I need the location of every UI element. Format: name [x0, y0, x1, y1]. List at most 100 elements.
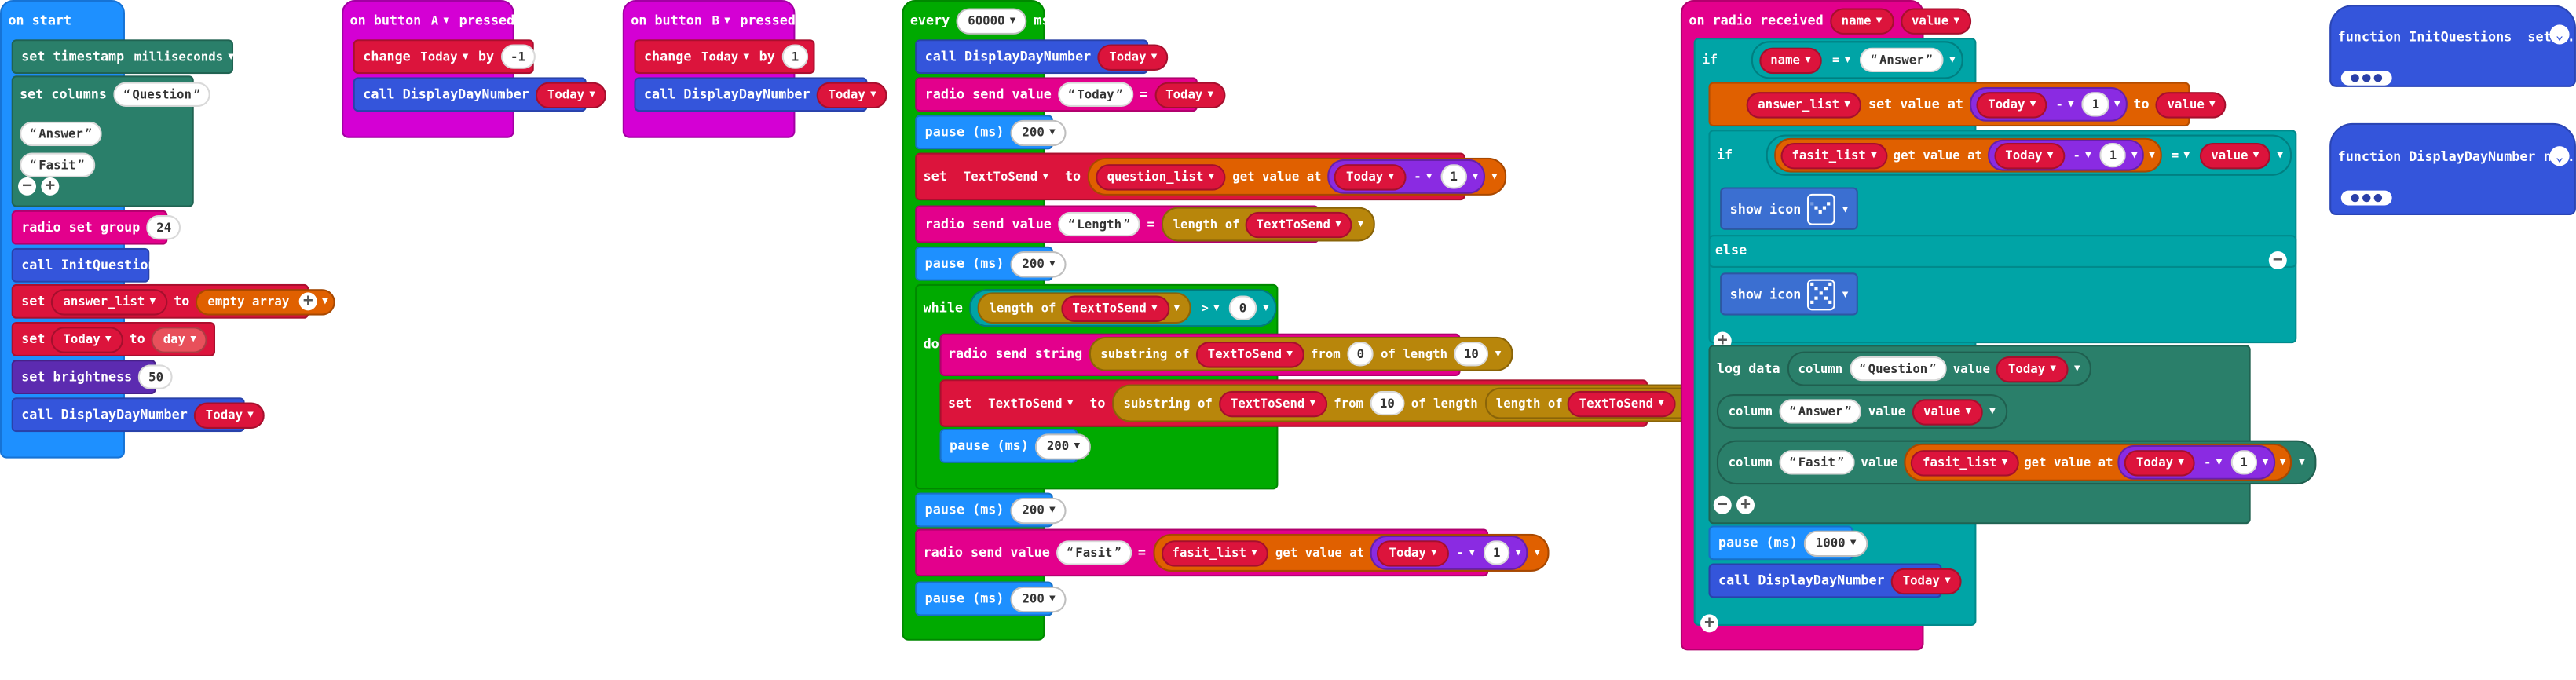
length-of-block[interactable]: length of TextToSend: [1161, 207, 1375, 242]
texttosend-var-dropdown[interactable]: TextToSend: [1244, 210, 1353, 238]
pause-value-dropdown[interactable]: 200: [1010, 585, 1067, 612]
today-var-dropdown[interactable]: Today: [1377, 539, 1449, 566]
texttosend-var-dropdown[interactable]: TextToSend: [1195, 341, 1304, 367]
gt-operator-dropdown[interactable]: >: [1198, 297, 1223, 320]
today-var-dropdown[interactable]: Today: [417, 46, 471, 68]
today-var-dropdown[interactable]: Today: [698, 46, 752, 68]
texttosend-var-dropdown[interactable]: TextToSend: [1219, 389, 1327, 417]
on-start-hat[interactable]: on start: [0, 3, 80, 36]
texttosend-var-dropdown[interactable]: TextToSend: [1568, 389, 1676, 417]
show-icon-no-block[interactable]: show icon ▼: [1720, 272, 1858, 316]
zero-value[interactable]: 0: [1347, 342, 1374, 367]
set-brightness-block[interactable]: set brightness 50: [11, 360, 174, 395]
collapsed-body-dots[interactable]: [2340, 57, 2392, 89]
button-b-hat[interactable]: on button B pressed: [623, 3, 804, 38]
pause-value-dropdown[interactable]: 200: [1010, 250, 1067, 277]
minus-operator-dropdown[interactable]: -: [2052, 93, 2077, 115]
fasit-list-var-dropdown[interactable]: fasit_list: [1780, 141, 1889, 169]
today-arg-dropdown[interactable]: Today: [1097, 43, 1169, 70]
button-a-hat[interactable]: on button A pressed: [342, 3, 523, 38]
pause-block-4[interactable]: pause (ms) 200: [915, 492, 1067, 528]
ten-value[interactable]: 10: [1370, 390, 1405, 416]
answer-list-var-dropdown[interactable]: answer_list: [1746, 91, 1862, 118]
today-var-dropdown[interactable]: Today: [51, 326, 123, 353]
button-a-dropdown[interactable]: A: [428, 9, 453, 32]
show-icon-yes-block[interactable]: show icon ▼: [1720, 187, 1858, 230]
pause-value-dropdown[interactable]: 1000: [1804, 529, 1868, 557]
minus-op-block[interactable]: Today - 1: [1970, 86, 2127, 122]
interval-dropdown[interactable]: 60000: [956, 7, 1027, 34]
eq-operator-dropdown[interactable]: =: [1829, 49, 1854, 71]
add-column-icon[interactable]: +: [1736, 495, 1755, 514]
minus-operator-dropdown[interactable]: -: [2069, 144, 2095, 166]
column-question-string[interactable]: Question: [113, 82, 211, 107]
cross-icon[interactable]: [1807, 278, 1836, 310]
radio-send-length-block[interactable]: radio send value Length = length of Text…: [915, 205, 1375, 243]
call-displaydaynumber-block[interactable]: call DisplayDayNumber Today: [11, 397, 265, 433]
texttosend-var-dropdown[interactable]: TextToSend: [979, 392, 1083, 415]
value-param[interactable]: value: [1900, 7, 1971, 34]
name-param[interactable]: name: [1830, 7, 1894, 34]
icon-dropdown-arrow[interactable]: ▼: [1842, 203, 1849, 214]
call-initquestions-block[interactable]: call InitQuestions: [11, 247, 164, 283]
minus-op-block[interactable]: Today - 1: [1370, 535, 1528, 570]
minus-operator-dropdown[interactable]: -: [1454, 541, 1479, 564]
add-column-icon[interactable]: +: [41, 177, 60, 196]
group-value[interactable]: 24: [146, 215, 181, 240]
minus-operator-dropdown[interactable]: -: [2201, 451, 2226, 473]
minus-op-block[interactable]: Today - 1: [2117, 444, 2275, 480]
timestamp-unit-dropdown[interactable]: milliseconds: [131, 46, 238, 68]
call-display-block-a[interactable]: call DisplayDayNumber Today: [353, 77, 607, 112]
today-var-dropdown[interactable]: Today: [1334, 163, 1406, 190]
one-value[interactable]: 1: [2099, 142, 2127, 168]
fasit-list-get-block[interactable]: fasit_list get value at Today - 1: [1904, 443, 2292, 481]
one-value[interactable]: 1: [2082, 92, 2109, 117]
pause-block-1[interactable]: pause (ms) 200: [915, 115, 1067, 150]
collapsed-body-dots[interactable]: [2340, 177, 2392, 209]
button-b-dropdown[interactable]: B: [708, 9, 734, 32]
fasit-list-get-block[interactable]: fasit_list get value at Today - 1: [1152, 533, 1549, 572]
pause-1000-block[interactable]: pause (ms) 1000: [1708, 525, 1868, 561]
every-hat[interactable]: every 60000 ms: [902, 3, 1058, 38]
texttosend-var-dropdown[interactable]: TextToSend: [1060, 294, 1169, 321]
fasit-col-string[interactable]: Fasit: [1779, 450, 1855, 475]
today-var-dropdown[interactable]: Today: [1996, 355, 2068, 382]
minus-operator-dropdown[interactable]: -: [1411, 165, 1436, 188]
pause-block-5[interactable]: pause (ms) 200: [915, 581, 1067, 616]
one-value[interactable]: 1: [1440, 164, 1468, 189]
substring-block[interactable]: substring of TextToSend from 10 of lengt…: [1111, 384, 1722, 422]
minus-op-block[interactable]: Today - 1: [1987, 139, 2144, 171]
change-today-block-a[interactable]: change Today by -1: [353, 39, 536, 75]
one-value[interactable]: 1: [2230, 450, 2258, 475]
pause-value-dropdown[interactable]: 200: [1010, 119, 1067, 146]
radio-call-display-block[interactable]: call DisplayDayNumber Today: [1708, 563, 1963, 598]
fasit-list-var-dropdown[interactable]: fasit_list: [1911, 449, 2019, 476]
radio-set-group-block[interactable]: radio set group 24: [11, 210, 181, 245]
name-var[interactable]: name: [1758, 46, 1823, 74]
one-value[interactable]: 1: [1483, 540, 1511, 565]
call-display-block-b[interactable]: call DisplayDayNumber Today: [634, 77, 888, 112]
fasit-key-string[interactable]: Fasit: [1056, 540, 1132, 565]
every-call-display[interactable]: call DisplayDayNumber Today: [915, 39, 1169, 75]
column-answer-block[interactable]: column Answer value value: [1716, 394, 2007, 429]
checkmark-icon[interactable]: [1807, 192, 1836, 225]
set-today-block[interactable]: set Today to day: [11, 321, 216, 356]
minus-op-block[interactable]: Today - 1: [1327, 159, 1485, 194]
length-of-block[interactable]: length of TextToSend: [977, 292, 1191, 324]
today-key-string[interactable]: Today: [1058, 82, 1133, 107]
column-fasit-string[interactable]: Fasit: [20, 152, 95, 177]
question-string[interactable]: Question: [1849, 356, 1947, 382]
today-var-dropdown[interactable]: Today: [1993, 141, 2066, 169]
expand-icon[interactable]: ⌄: [2549, 146, 2570, 166]
pause-block-3[interactable]: pause (ms) 200: [939, 428, 1092, 463]
zero-value[interactable]: 0: [1229, 295, 1257, 320]
radio-send-today-block[interactable]: radio send value Today = Today: [915, 77, 1225, 112]
today-var-dropdown[interactable]: Today: [1154, 81, 1225, 108]
value-var[interactable]: value: [2155, 91, 2227, 118]
question-list-get-block[interactable]: question_list get value at Today - 1: [1087, 157, 1506, 196]
set-timestamp-block[interactable]: set timestamp milliseconds: [11, 39, 234, 75]
length-key-string[interactable]: Length: [1058, 211, 1141, 237]
column-question-block[interactable]: column Question value Today: [1786, 351, 2092, 386]
compare-block[interactable]: name = Answer: [1751, 41, 1964, 79]
